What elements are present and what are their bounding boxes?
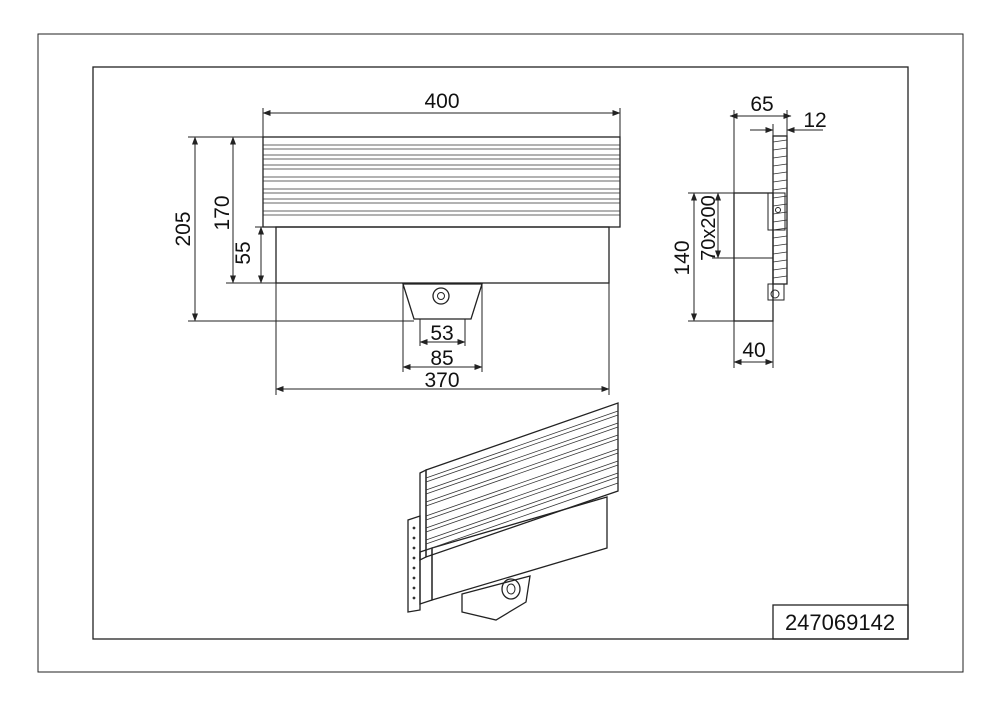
iso-plate-dots (412, 526, 416, 600)
dim-mount-size: 70x200 (698, 195, 720, 261)
side-sensor (767, 283, 785, 301)
dim-base-depth: 40 (742, 339, 765, 362)
iso-sensor-lens (501, 578, 521, 600)
side-view: 65 12 70x200 140 40 (671, 93, 827, 368)
side-body (733, 192, 774, 322)
front-lower-body (275, 226, 610, 284)
dim-height-lower: 55 (232, 241, 255, 264)
dim-width-bottom: 370 (424, 369, 459, 392)
front-upper-body (262, 136, 621, 228)
dim-plate: 12 (803, 109, 826, 132)
iso-ribs (425, 410, 619, 551)
iso-sensor-housing (461, 575, 531, 621)
iso-back-plate (407, 515, 421, 613)
dim-depth: 65 (750, 93, 773, 116)
front-ribs (263, 144, 620, 216)
dim-width-top: 400 (424, 90, 459, 113)
front-sensor-lens (432, 287, 450, 305)
drawing-frame (92, 66, 909, 640)
isometric-view (407, 402, 619, 621)
dim-sensor-inner: 53 (430, 322, 453, 345)
dim-sensor-outer: 85 (430, 347, 453, 370)
front-sensor-housing (402, 283, 483, 320)
dim-height: 140 (671, 240, 694, 275)
dim-height-total: 205 (172, 211, 195, 246)
dim-height-box: 170 (211, 195, 234, 230)
front-view: 400 205 170 55 53 85 370 (172, 90, 621, 395)
part-number-box: 247069142 (772, 604, 909, 640)
outer-frame (37, 33, 964, 673)
part-number: 247069142 (785, 610, 895, 635)
side-mount-bracket (767, 192, 786, 231)
